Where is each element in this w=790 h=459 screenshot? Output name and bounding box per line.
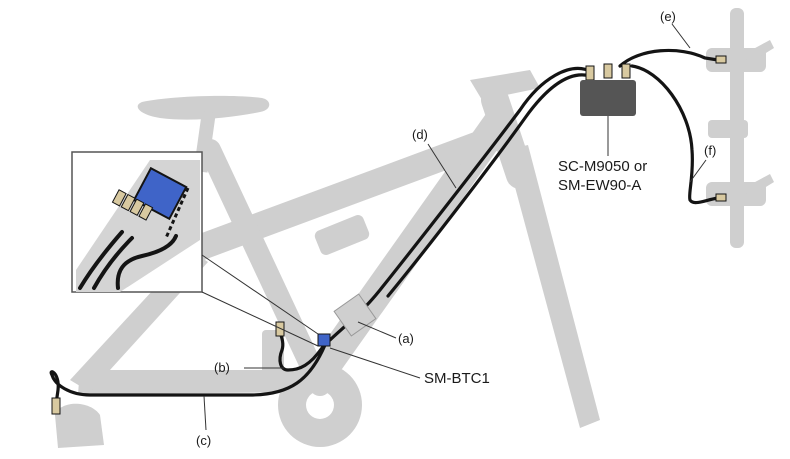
bike-frame-silhouette <box>55 70 600 448</box>
battery-blue-module <box>317 333 331 347</box>
front-derailleur-body <box>262 330 284 374</box>
lever-blade-lower <box>744 174 774 198</box>
junction-box-label-line2: SM-EW90-A <box>558 176 642 194</box>
cable-c <box>49 343 327 410</box>
inset-dashed-edge <box>164 187 190 239</box>
connector-box-mid <box>603 63 613 79</box>
leader-battery <box>329 347 421 379</box>
inset-cable-2 <box>92 236 134 290</box>
label-c: (c) <box>196 433 212 448</box>
lever-blade-upper <box>744 40 774 64</box>
cable-d-second <box>386 73 592 298</box>
front-fork <box>505 145 600 428</box>
leader-a <box>357 321 397 339</box>
connector-box-right <box>621 63 631 79</box>
cable-b <box>278 330 324 372</box>
label-b: (b) <box>214 360 230 375</box>
leader-lines <box>203 23 707 431</box>
label-a: (a) <box>398 331 414 346</box>
seat-tube <box>199 139 331 396</box>
inset-cable-3 <box>115 234 178 290</box>
top-tube <box>167 127 503 268</box>
saddle <box>137 95 270 120</box>
head-tube <box>481 86 534 189</box>
junction-box-label: SC-M9050 or SM-EW90-A <box>558 158 647 196</box>
connector-box-left <box>585 65 595 81</box>
rear-triangle <box>78 370 340 394</box>
leader-f <box>689 159 707 183</box>
junction-box-label-line1: SC-M9050 or <box>558 158 648 175</box>
leader-d <box>427 143 457 189</box>
connector-rear-derailleur <box>51 397 61 415</box>
junction-box <box>580 80 636 116</box>
label-e: (e) <box>660 9 676 24</box>
label-d: (d) <box>412 127 428 142</box>
handlebar <box>706 8 774 248</box>
connector-front-derailleur <box>275 321 285 337</box>
inset-connector-pins <box>111 189 154 221</box>
label-f: (f) <box>704 143 717 158</box>
rear-shock <box>314 215 370 255</box>
connector-lever-upper <box>715 55 727 64</box>
cable-e <box>618 48 720 68</box>
connectors <box>51 55 727 415</box>
leader-c <box>203 395 207 431</box>
leader-e <box>671 23 691 49</box>
stem-clamp <box>708 120 748 138</box>
rear-derailleur <box>55 403 104 448</box>
connector-lever-lower <box>715 193 727 202</box>
cable-f <box>630 64 720 205</box>
zoom-guide-lines <box>201 254 319 347</box>
battery-label: SM-BTC1 <box>424 370 490 387</box>
inset-cable-1 <box>78 230 124 290</box>
inset-magnified-view <box>71 151 203 293</box>
chainring-hub <box>306 391 334 419</box>
